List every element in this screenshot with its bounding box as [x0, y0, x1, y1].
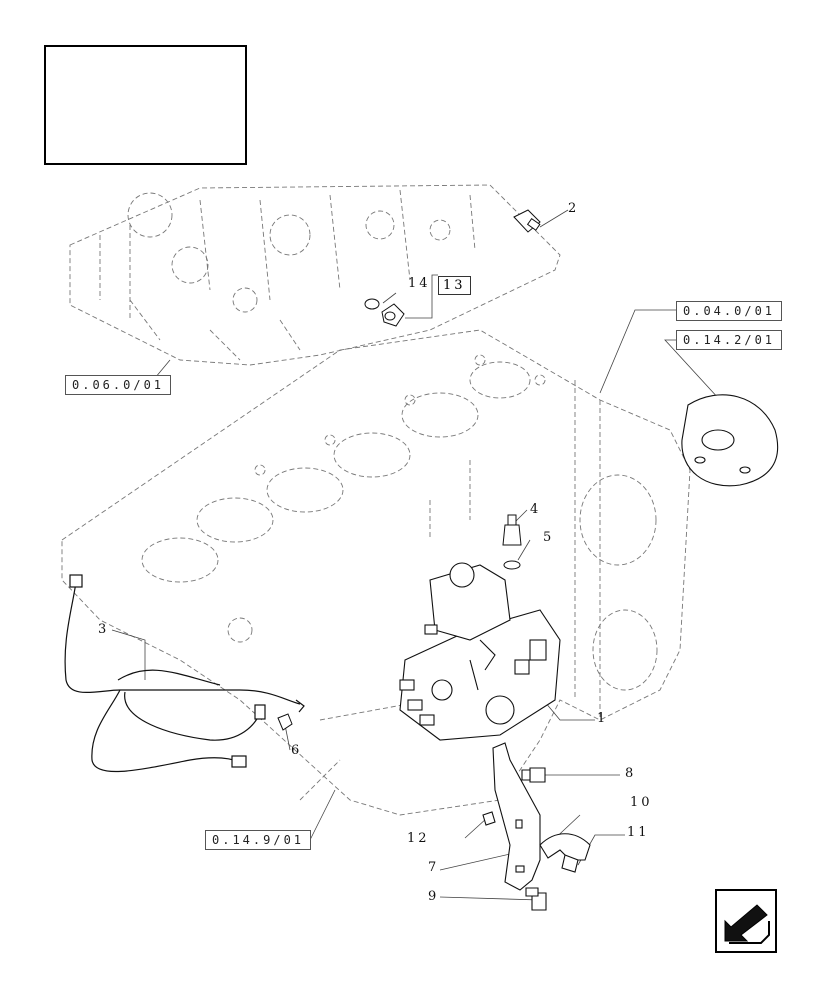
wiring-harness [64, 574, 305, 773]
callout-2: 2 [568, 201, 580, 216]
callout-4: 4 [530, 502, 542, 517]
part-2-sensor [513, 209, 541, 233]
back-arrow-icon [724, 904, 770, 944]
bracket-assembly [482, 742, 591, 911]
callout-8: 8 [625, 766, 637, 781]
engine-overview-thumbnail [44, 45, 247, 165]
callout-10: 10 [630, 795, 653, 810]
reference-box-4[interactable]: 0.14.9/01 [205, 830, 312, 850]
callout-11: 11 [627, 825, 650, 840]
engine-block-outline [61, 329, 691, 816]
callout-6: 6 [291, 743, 303, 758]
callout-9: 9 [428, 889, 440, 904]
callout-5: 5 [543, 530, 555, 545]
callout-1: 1 [597, 711, 609, 726]
part-4-fitting [502, 514, 522, 570]
injection-pump [399, 562, 561, 741]
leader-lines [111, 209, 721, 901]
timing-gear [681, 394, 779, 487]
callout-13: 13 [438, 276, 471, 295]
callout-12: 12 [407, 831, 430, 846]
part-6-nut [277, 713, 293, 731]
reference-box-2[interactable]: 0.14.2/01 [676, 330, 783, 350]
back-navigation-button[interactable] [715, 889, 777, 953]
callout-7: 7 [428, 860, 440, 875]
callout-3: 3 [98, 622, 110, 637]
reference-box-1[interactable]: 0.04.0/01 [676, 301, 783, 321]
callout-14: 14 [408, 276, 431, 291]
cylinder-head-outline [69, 184, 561, 366]
part-14-plug [364, 298, 405, 327]
reference-box-3[interactable]: 0.06.0/01 [65, 375, 172, 395]
